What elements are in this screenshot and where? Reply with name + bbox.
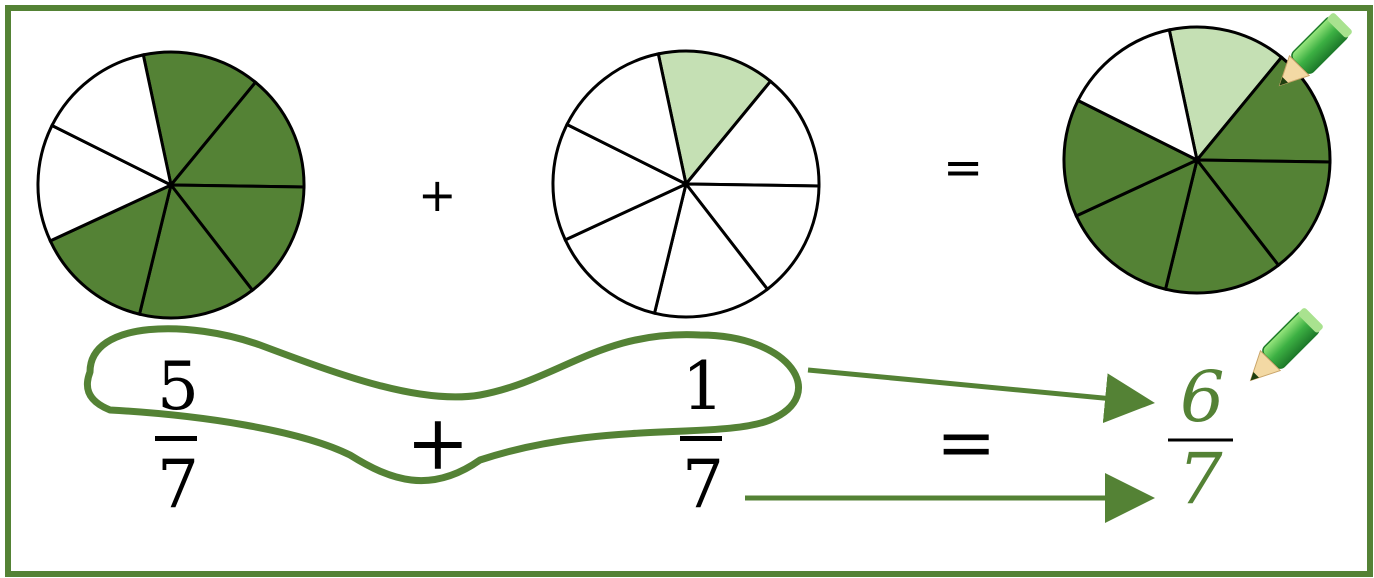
- pie-slice: [563, 181, 689, 316]
- first-fraction-bar: [155, 436, 197, 441]
- first-numerator: 5: [157, 348, 199, 425]
- pie-slice: [48, 182, 174, 317]
- pie-slice: [656, 49, 773, 188]
- pie-slice: [1193, 158, 1332, 268]
- second-denominator: 7: [682, 446, 724, 523]
- pie-slice: [141, 50, 258, 189]
- equation-equals-sign: =: [936, 400, 997, 484]
- five-sevenths-pie: [36, 50, 306, 320]
- equation-plus-sign: +: [406, 398, 470, 487]
- pie-slice: [167, 183, 306, 293]
- pie-slice: [551, 122, 690, 242]
- pie-slice: [137, 181, 255, 320]
- result-numerator: 6: [1180, 356, 1225, 438]
- result-denominator: 7: [1178, 438, 1223, 520]
- first-denominator: 7: [157, 446, 199, 523]
- pie-slice: [564, 52, 689, 187]
- pie-slice: [682, 79, 821, 188]
- numerator-grouping-loop: [84, 325, 802, 484]
- diagram-frame: [5, 5, 1373, 577]
- numerator-arrow: [807, 367, 1155, 424]
- second-fraction-bar: [680, 436, 722, 441]
- top-plus-sign: +: [418, 168, 457, 222]
- pie-slice: [36, 123, 175, 243]
- one-seventh-pie: [551, 49, 821, 319]
- pie-slice: [1075, 28, 1200, 163]
- top-equals-sign: =: [943, 140, 984, 196]
- pie-slice: [1167, 25, 1284, 164]
- pie-slice: [49, 53, 174, 188]
- pie-slice: [652, 180, 770, 319]
- pencil-icon: [1249, 308, 1323, 382]
- pie-slice: [1163, 156, 1281, 295]
- second-numerator: 1: [682, 348, 724, 425]
- six-sevenths-pie: [1062, 25, 1332, 295]
- pie-slice: [1074, 157, 1200, 292]
- pie-slice: [1062, 98, 1201, 218]
- pie-slice: [167, 80, 306, 189]
- pie-slice: [682, 182, 821, 292]
- pencil-icon: [1278, 13, 1352, 87]
